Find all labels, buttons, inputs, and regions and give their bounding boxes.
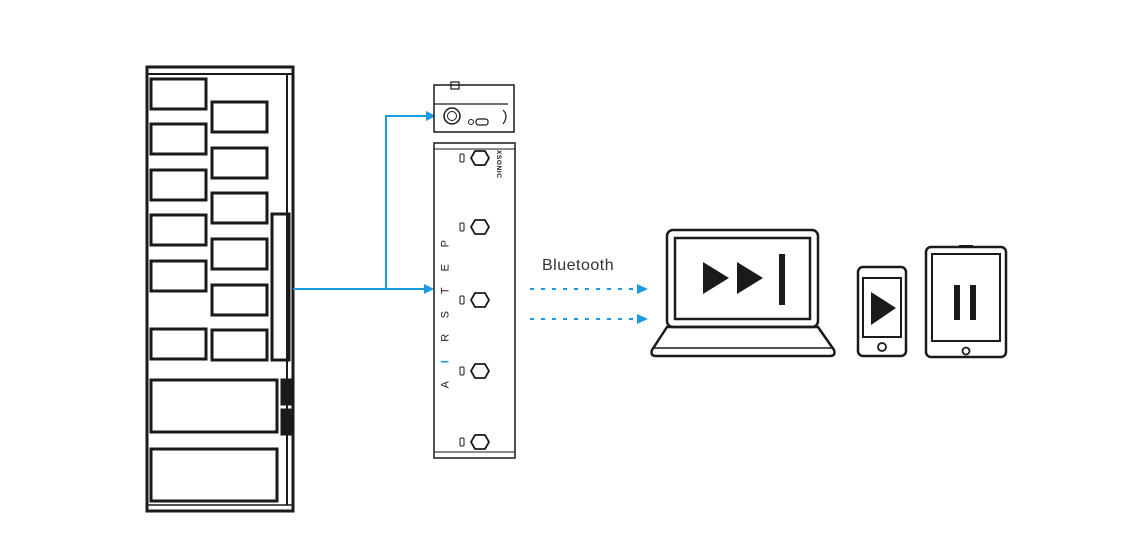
- controller-brand-label: XSONIC: [495, 150, 502, 179]
- cable-connection: [293, 115, 428, 290]
- tablet: [924, 245, 1008, 359]
- pedal-large: [149, 378, 279, 434]
- arrow-head: [637, 284, 648, 294]
- pedal: [149, 213, 208, 247]
- pedal: [210, 328, 269, 362]
- pedal: [149, 122, 208, 156]
- laptop: [650, 228, 836, 358]
- pedal: [149, 77, 208, 111]
- footswitch: [459, 434, 491, 450]
- fast-forward-skip-icon: [703, 254, 785, 305]
- bluetooth-signal: [530, 288, 638, 320]
- controller-name-label: P E T S R I A: [439, 240, 452, 389]
- pedalboard: [145, 65, 295, 513]
- usb-port-icon: [475, 118, 489, 126]
- pause-icon: [954, 285, 976, 320]
- pedal: [210, 191, 269, 225]
- pedal: [210, 146, 269, 180]
- footswitch-controller: [433, 142, 516, 459]
- pedal: [149, 259, 208, 293]
- arrow-head: [637, 314, 648, 324]
- pedal: [149, 168, 208, 202]
- bluetooth-label: Bluetooth: [542, 257, 615, 274]
- arrow-head: [426, 111, 436, 121]
- pedal: [210, 283, 269, 317]
- footswitch: [459, 219, 491, 235]
- pedal: [210, 237, 269, 271]
- play-icon: [871, 292, 896, 325]
- controller-connector-panel: [433, 81, 515, 133]
- footswitch: [459, 292, 491, 308]
- pedal-large: [149, 447, 279, 503]
- footswitch: [459, 150, 491, 166]
- pedal: [149, 327, 208, 361]
- side-unit: [270, 212, 291, 362]
- footswitch: [459, 363, 491, 379]
- phone: [856, 265, 908, 358]
- pedal: [210, 100, 269, 134]
- din-port-icon: [443, 107, 461, 125]
- arrow-head: [424, 284, 434, 294]
